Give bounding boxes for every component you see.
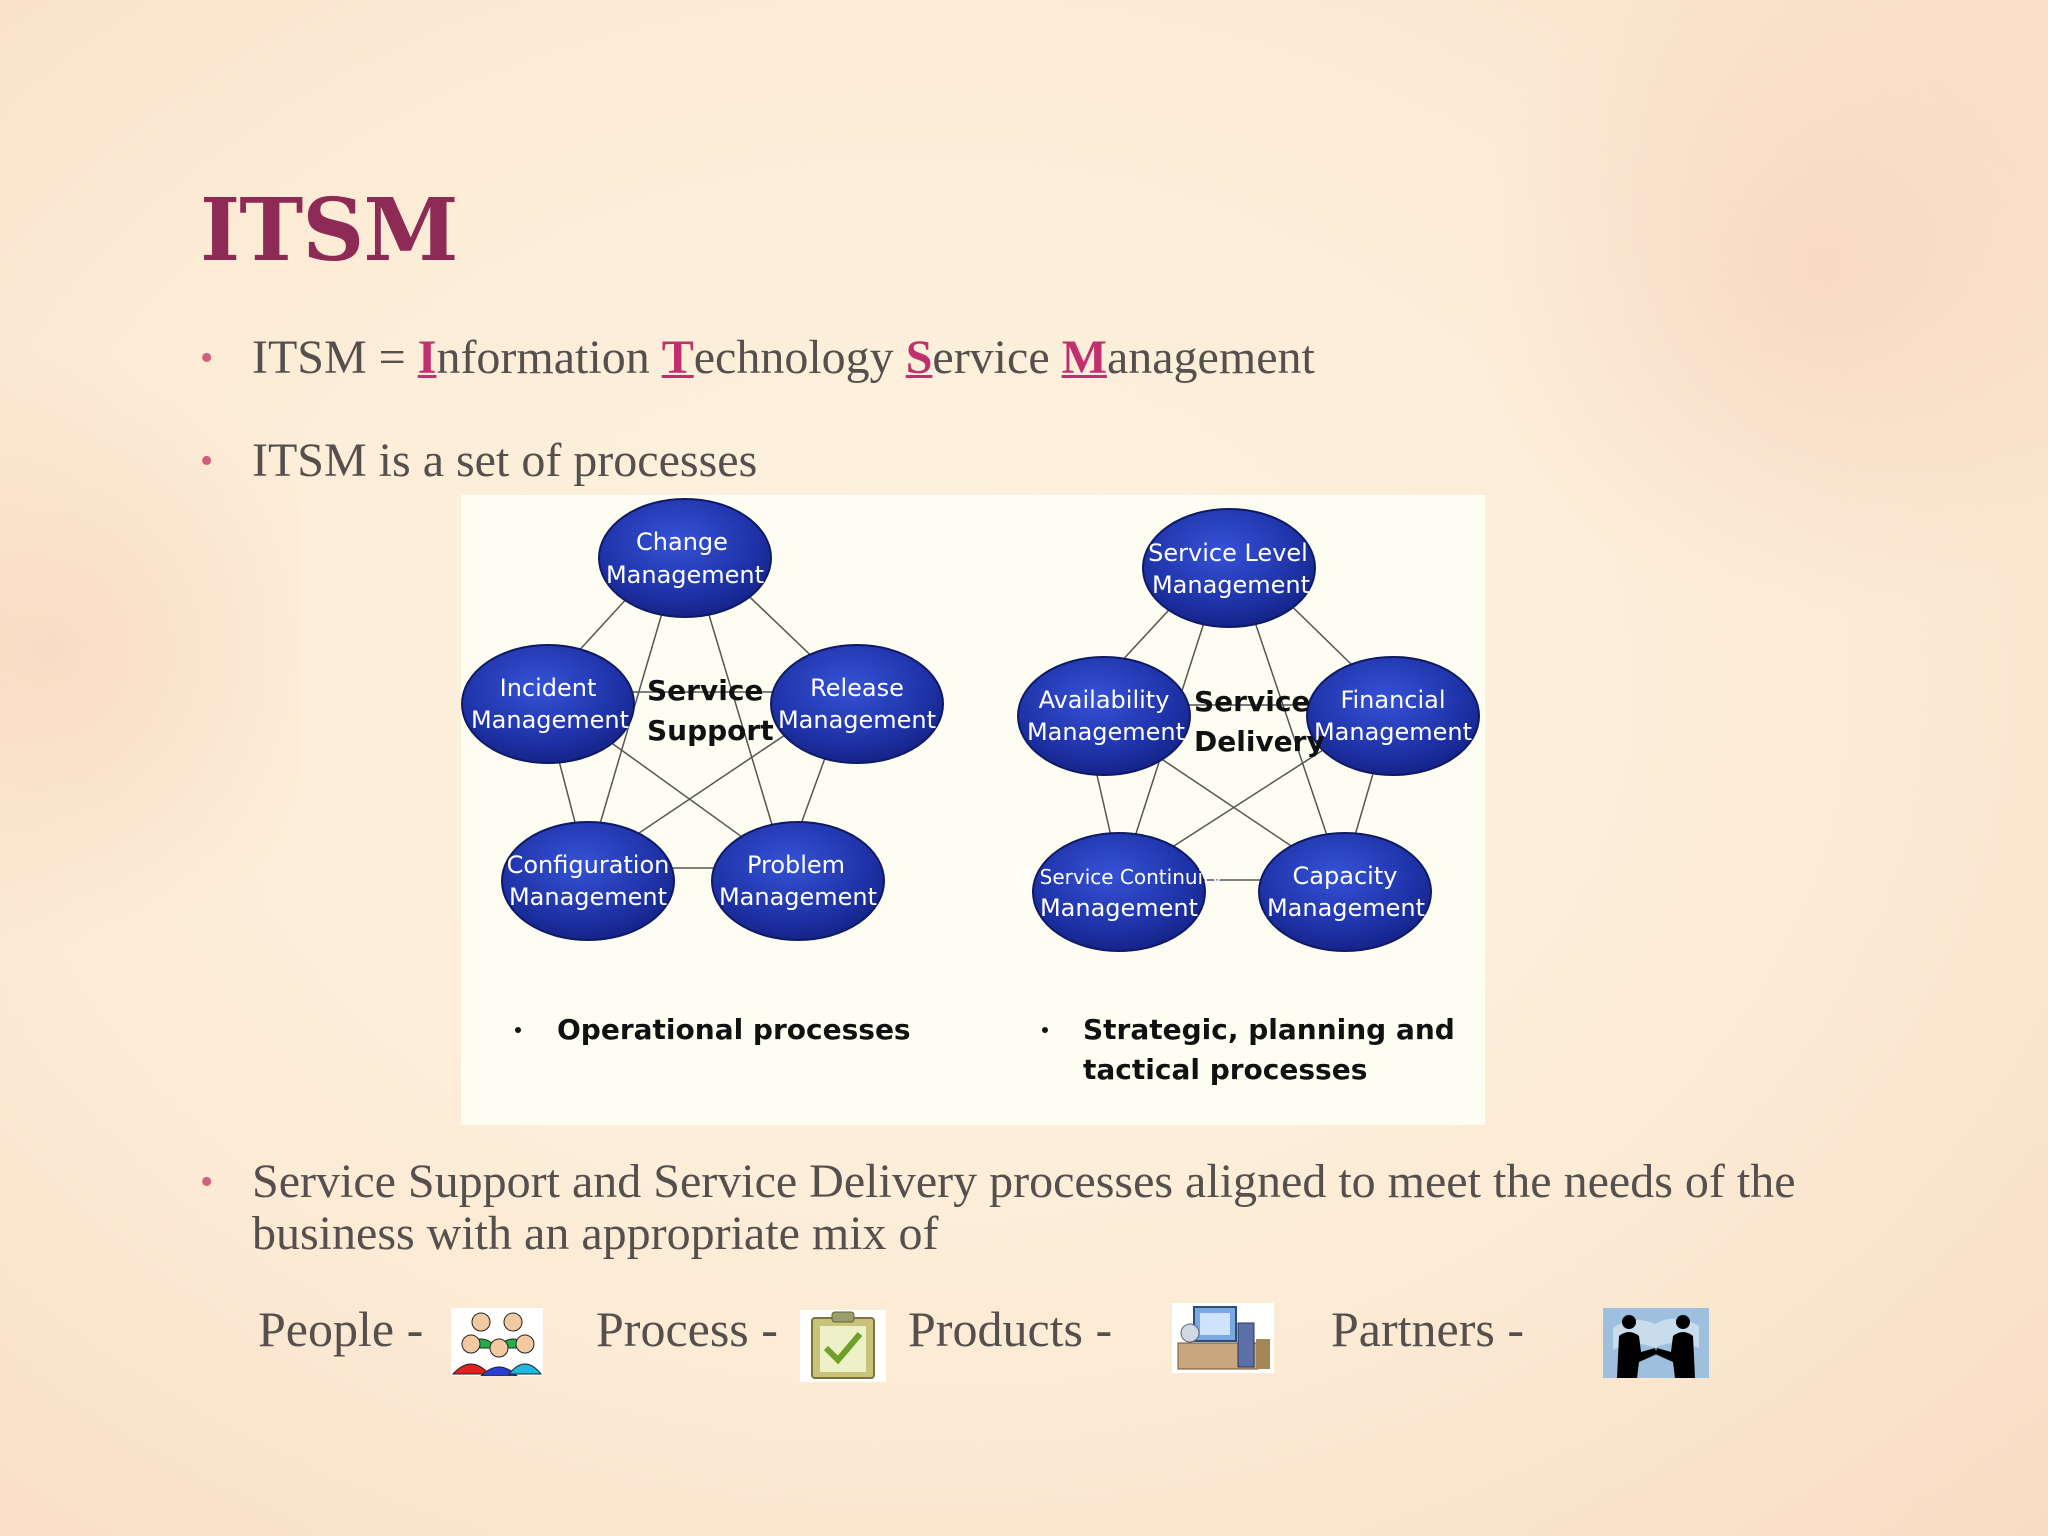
- node-financial-management: Financial Management: [1306, 656, 1480, 776]
- bullet-marker: •: [200, 440, 214, 482]
- node-incident-management: Incident Management: [461, 644, 635, 764]
- svg-text:Operational processes: Operational processes: [557, 1013, 911, 1046]
- bullet-marker: •: [200, 1161, 214, 1203]
- svg-text:Management: Management: [1152, 571, 1310, 599]
- slide-title: ITSM: [200, 180, 459, 281]
- node-capacity-management: Capacity Management: [1258, 832, 1432, 952]
- svg-text:IT Service Continuity: IT Service Continuity: [1015, 865, 1223, 889]
- node-release-management: Release Management: [770, 644, 944, 764]
- bullet-text: ITSM = Information Technology Service Ma…: [252, 331, 1315, 384]
- svg-text:Management: Management: [606, 561, 764, 589]
- svg-text:Support: Support: [647, 714, 774, 747]
- svg-text:Management: Management: [1040, 894, 1198, 922]
- svg-text:Service: Service: [1194, 685, 1310, 718]
- mix-people-label: People -: [258, 1301, 424, 1357]
- svg-text:Service Level: Service Level: [1148, 539, 1308, 567]
- people-group-icon: [451, 1308, 543, 1376]
- mix-process-label: Process -: [596, 1301, 778, 1357]
- svg-text:Management: Management: [1027, 718, 1185, 746]
- clipboard-check-icon: [800, 1310, 886, 1382]
- node-availability-management: Availability Management: [1017, 656, 1191, 776]
- svg-text:Management: Management: [1267, 894, 1425, 922]
- computer-products-icon: [1172, 1303, 1274, 1373]
- bullet-marker: •: [200, 337, 214, 379]
- acronym-letter: I: [417, 331, 437, 384]
- node-configuration-management: Configuration Management: [501, 821, 675, 941]
- svg-text:Management: Management: [778, 706, 936, 734]
- itsm-process-diagram: Change Management Incident Management Re…: [461, 495, 1485, 1125]
- mix-products-label: Products -: [908, 1301, 1113, 1357]
- node-it-service-continuity-management: IT Service Continuity Management: [1015, 832, 1223, 952]
- acronym-letter: T: [661, 331, 694, 384]
- mix-partners-label: Partners -: [1331, 1301, 1524, 1357]
- svg-text:Delivery: Delivery: [1194, 725, 1325, 758]
- delivery-caption: Strategic, planning and tactical process…: [1042, 1013, 1455, 1086]
- svg-text:Management: Management: [719, 883, 877, 911]
- node-service-level-management: Service Level Management: [1142, 508, 1316, 628]
- service-support-label: Service Support: [647, 674, 774, 747]
- svg-text:Management: Management: [1314, 718, 1472, 746]
- handshake-icon: [1603, 1308, 1709, 1378]
- svg-text:tactical processes: tactical processes: [1083, 1053, 1367, 1086]
- svg-text:Capacity: Capacity: [1293, 862, 1398, 890]
- acronym-letter: M: [1061, 331, 1107, 384]
- svg-text:Configuration: Configuration: [507, 851, 670, 879]
- svg-text:Change: Change: [636, 528, 728, 556]
- svg-text:Management: Management: [509, 883, 667, 911]
- node-change-management: Change Management: [598, 498, 772, 618]
- svg-text:Financial: Financial: [1340, 686, 1445, 714]
- svg-text:Management: Management: [471, 706, 629, 734]
- svg-text:Service: Service: [647, 674, 763, 707]
- node-problem-management: Problem Management: [711, 821, 885, 941]
- support-caption: Operational processes: [515, 1013, 911, 1046]
- svg-text:Release: Release: [810, 674, 904, 702]
- svg-text:Incident: Incident: [500, 674, 597, 702]
- service-delivery-label: Service Delivery: [1194, 685, 1325, 758]
- bullet-text: ITSM is a set of processes: [252, 434, 758, 487]
- acronym-letter: S: [905, 331, 933, 384]
- svg-text:Strategic, planning and: Strategic, planning and: [1083, 1013, 1455, 1046]
- bullet-text: Service Support and Service Delivery pro…: [252, 1155, 1796, 1260]
- svg-text:Availability: Availability: [1039, 686, 1170, 714]
- svg-text:Problem: Problem: [747, 851, 845, 879]
